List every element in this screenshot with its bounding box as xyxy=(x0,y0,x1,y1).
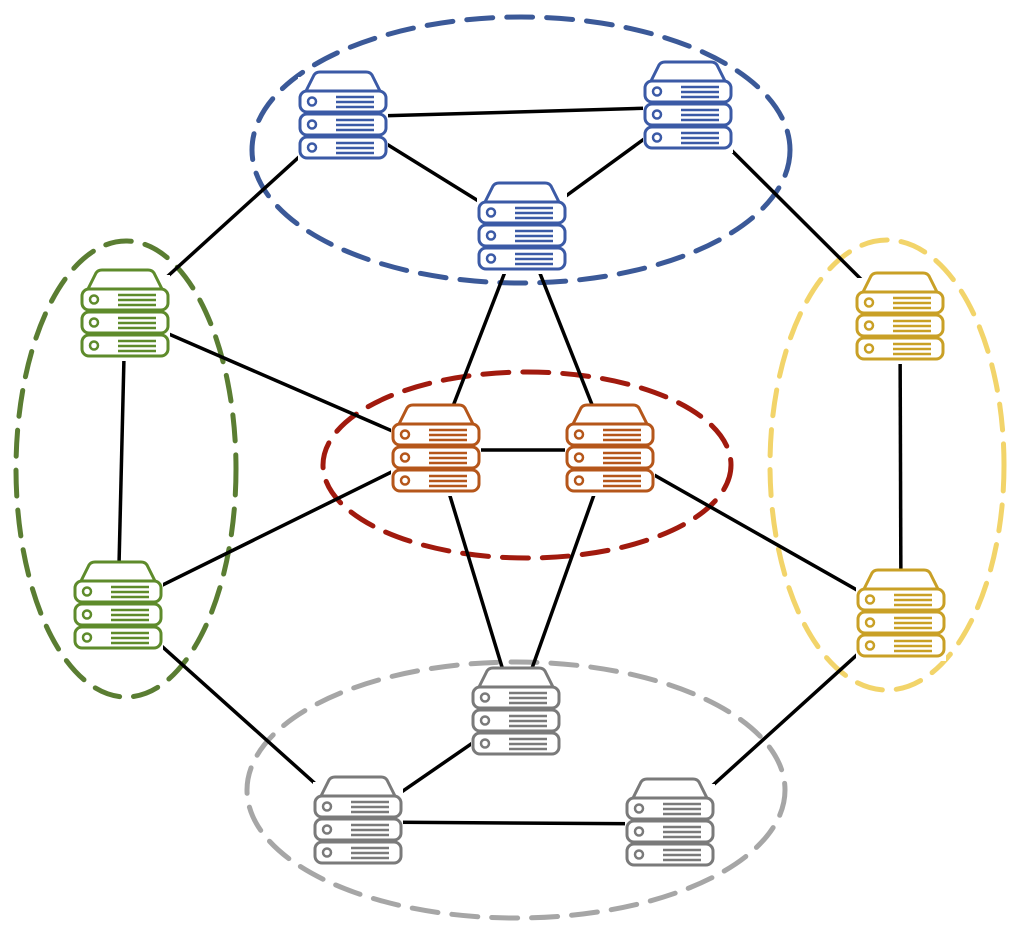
cluster-gray-outline xyxy=(244,659,788,921)
server-icon xyxy=(298,70,388,163)
server-icon xyxy=(73,560,163,653)
server-icon xyxy=(80,268,170,361)
server-icon xyxy=(313,775,403,868)
server-icon xyxy=(471,666,561,759)
cluster-green-outline xyxy=(13,238,239,700)
edge-b1-b2 xyxy=(342,105,689,119)
cluster-red-outline xyxy=(320,369,734,561)
edge-r2-y2 xyxy=(609,448,902,617)
server-icon xyxy=(391,403,481,496)
server-icon xyxy=(856,568,946,661)
server-icon xyxy=(643,60,733,153)
server-icon xyxy=(565,403,655,496)
server-icon xyxy=(855,271,945,364)
cluster-blue-outline xyxy=(249,14,793,286)
cluster-yellow-outline xyxy=(767,237,1007,693)
server-icon xyxy=(477,181,567,274)
edge-g2-r1 xyxy=(117,448,437,609)
edge-y1-y2 xyxy=(898,317,903,616)
cluster-layer xyxy=(13,14,1007,921)
edge-g1-r1 xyxy=(124,313,437,452)
edge-g1-g2 xyxy=(116,314,127,608)
node-layer xyxy=(73,60,946,870)
edge-s2-s3 xyxy=(357,820,671,826)
server-icon xyxy=(625,777,715,870)
